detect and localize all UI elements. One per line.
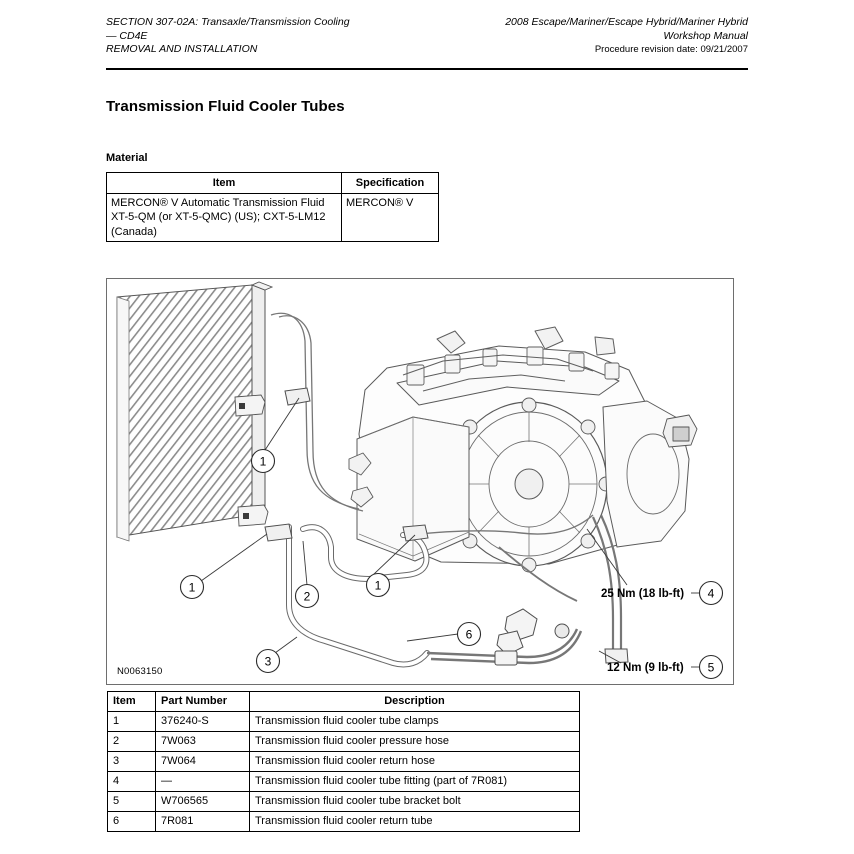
header-section-line2: — CD4E <box>106 29 148 42</box>
material-table: Item Specification MERCON® V Automatic T… <box>106 171 439 242</box>
parts-item: 5 <box>107 791 156 812</box>
parts-table: Item Part Number Description 1 376240-S … <box>107 691 580 832</box>
material-col-specification: Specification <box>341 171 439 195</box>
transmission-cooler-core <box>116 281 274 542</box>
parts-part-number: — <box>155 771 250 792</box>
parts-part-number: W706565 <box>155 791 250 812</box>
torque-spec-labels: 25 Nm (18 lb-ft) 12 Nm (9 lb-ft) <box>601 588 684 674</box>
callout-1c[interactable]: 1 <box>365 572 391 598</box>
parts-col-item: Item <box>107 691 156 712</box>
material-specification-value: MERCON® V <box>341 193 439 242</box>
figure-id: N0063150 <box>117 666 163 677</box>
parts-description: Transmission fluid cooler tube bracket b… <box>249 791 580 812</box>
parts-description: Transmission fluid cooler return hose <box>249 751 580 772</box>
callout-label: 1 <box>189 581 196 595</box>
header-procedure-type: REMOVAL AND INSTALLATION <box>106 43 258 55</box>
parts-part-number: 7W063 <box>155 731 250 752</box>
parts-col-description: Description <box>249 691 580 712</box>
parts-description: Transmission fluid cooler return tube <box>249 811 580 832</box>
callout-6[interactable]: 6 <box>456 621 482 647</box>
callout-5[interactable]: 5 <box>698 654 724 680</box>
callout-label: 6 <box>466 628 473 642</box>
material-section-label: Material <box>106 152 148 164</box>
callout-label: 5 <box>708 661 715 675</box>
header-manual-info: 2008 Escape/Mariner/Escape Hybrid/Marine… <box>443 16 748 57</box>
parts-item: 1 <box>107 711 156 732</box>
callout-4[interactable]: 4 <box>698 580 724 606</box>
header-revision-date: Procedure revision date: 09/21/2007 <box>594 44 748 55</box>
callout-label: 1 <box>375 579 382 593</box>
parts-item: 2 <box>107 731 156 752</box>
torque-spec-5: 12 Nm (9 lb-ft) <box>607 662 684 674</box>
callout-1b[interactable]: 1 <box>179 574 205 600</box>
transaxle-cooler-diagram: 25 Nm (18 lb-ft) 12 Nm (9 lb-ft) 1 1 1 <box>116 281 724 680</box>
callout-label: 3 <box>265 655 272 669</box>
table-row: 3 7W064 Transmission fluid cooler return… <box>107 751 580 772</box>
table-row: 5 W706565 Transmission fluid cooler tube… <box>107 791 580 812</box>
transaxle-assembly <box>348 326 698 573</box>
callout-label: 1 <box>260 455 267 469</box>
table-row: MERCON® V Automatic Transmission Fluid X… <box>106 193 439 242</box>
callout-bubbles: 1 1 1 2 3 <box>179 448 724 680</box>
material-col-item: Item <box>106 171 342 195</box>
parts-item: 3 <box>107 751 156 772</box>
tube-clamps <box>264 387 629 664</box>
page-header: SECTION 307-02A: Transaxle/Transmission … <box>106 16 748 57</box>
parts-part-number: 376240-S <box>155 711 250 732</box>
callout-label: 4 <box>708 587 715 601</box>
header-vehicle-line: 2008 Escape/Mariner/Escape Hybrid/Marine… <box>505 16 748 28</box>
material-item-value: MERCON® V Automatic Transmission Fluid X… <box>106 193 342 242</box>
torque-spec-4: 25 Nm (18 lb-ft) <box>601 588 684 600</box>
header-section-line1: SECTION 307-02A: Transaxle/Transmission … <box>106 16 350 28</box>
cooler-tube-fitting <box>494 608 570 666</box>
callout-1a[interactable]: 1 <box>250 448 276 474</box>
callout-2[interactable]: 2 <box>294 583 320 609</box>
table-row: 2 7W063 Transmission fluid cooler pressu… <box>107 731 580 752</box>
header-manual-name: Workshop Manual <box>663 29 748 42</box>
table-row: 1 376240-S Transmission fluid cooler tub… <box>107 711 580 732</box>
callout-label: 2 <box>304 590 311 604</box>
page-title: Transmission Fluid Cooler Tubes <box>106 98 345 115</box>
parts-description: Transmission fluid cooler pressure hose <box>249 731 580 752</box>
parts-col-part-number: Part Number <box>155 691 250 712</box>
parts-part-number: 7R081 <box>155 811 250 832</box>
callout-3[interactable]: 3 <box>255 648 281 674</box>
header-divider <box>106 68 748 70</box>
parts-description: Transmission fluid cooler tube clamps <box>249 711 580 732</box>
table-row: 6 7R081 Transmission fluid cooler return… <box>107 811 580 832</box>
table-row: 4 — Transmission fluid cooler tube fitti… <box>107 771 580 792</box>
parts-description: Transmission fluid cooler tube fitting (… <box>249 771 580 792</box>
parts-item: 6 <box>107 811 156 832</box>
material-table-header-row: Item Specification <box>106 171 439 195</box>
figure-illustration: 25 Nm (18 lb-ft) 12 Nm (9 lb-ft) 1 1 1 <box>106 278 734 685</box>
callout-leader-lines <box>200 397 699 668</box>
header-section-info: SECTION 307-02A: Transaxle/Transmission … <box>106 16 436 57</box>
parts-part-number: 7W064 <box>155 751 250 772</box>
parts-table-header-row: Item Part Number Description <box>107 691 580 712</box>
parts-item: 4 <box>107 771 156 792</box>
